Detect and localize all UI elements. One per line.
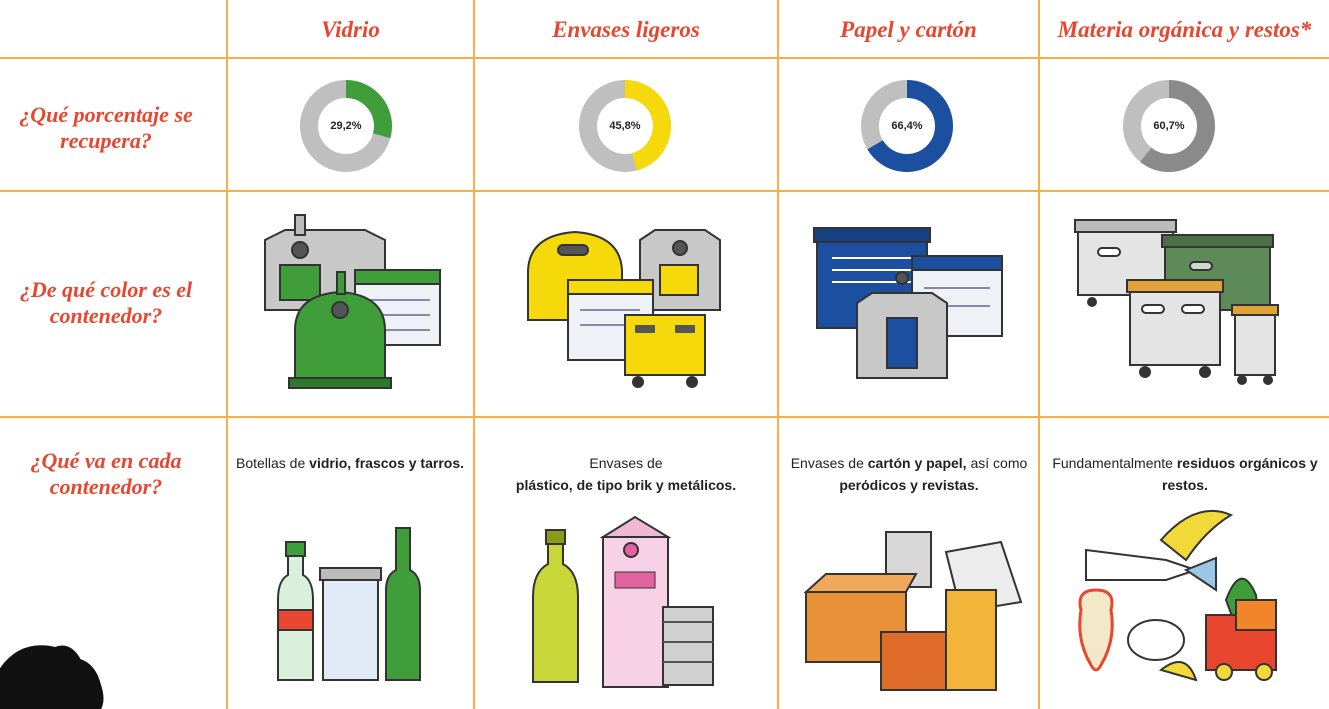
donut-organica: 60,7%: [1121, 78, 1217, 174]
donut-label: 29,2%: [330, 120, 362, 132]
description-organica: Fundamentalmente residuos orgánicos y re…: [1052, 455, 1318, 493]
blue-paper-containers-illustration: [813, 227, 1003, 379]
donut-chart: [300, 80, 392, 172]
grid-line: [1038, 0, 1040, 709]
plastic-brik-cans-illustration: [532, 515, 714, 688]
donut-label: 60,7%: [1153, 120, 1185, 132]
donut-papel: 66,4%: [859, 78, 955, 174]
row-label-contents: ¿Qué va en cada contenedor?: [30, 448, 182, 499]
donut-arc: [300, 80, 392, 172]
description-envases: Envases de plástico, de tipo brik y metá…: [515, 455, 737, 493]
donut-label: 66,4%: [891, 120, 923, 132]
description-vidrio: Botellas de vidrio, frascos y tarros.: [235, 455, 464, 471]
grid-line: [0, 416, 1329, 418]
grid-line: [0, 57, 1329, 59]
character-head-illustration: [0, 645, 104, 709]
column-header-organica: Materia orgánica y restos*: [1057, 17, 1312, 42]
grid-line: [777, 0, 779, 709]
grid-line: [0, 190, 1329, 192]
column-header-papel: Papel y cartón: [840, 17, 977, 42]
description-papel: Envases de cartón y papel, así como perό…: [790, 455, 1028, 493]
column-header-vidrio: Vidrio: [321, 17, 380, 42]
grey-organic-containers-illustration: [1074, 219, 1279, 385]
donut-arc: [861, 80, 953, 172]
green-glass-containers-illustration: [264, 214, 441, 389]
donut-label: 45,8%: [609, 120, 641, 132]
donut-chart: [1123, 80, 1215, 172]
donut-chart: [861, 80, 953, 172]
grid-line: [473, 0, 475, 709]
row-label-color: ¿De qué color es el contenedor?: [19, 277, 193, 328]
donut-arc: [579, 80, 671, 172]
paper-cardboard-illustration: [803, 531, 1023, 691]
donut-envases: 45,8%: [577, 78, 673, 174]
donut-vidrio: 29,2%: [298, 78, 394, 174]
row-label-percentage: ¿Qué porcentaje se recupera?: [19, 102, 193, 153]
donut-chart: [579, 80, 671, 172]
yellow-packaging-containers-illustration: [527, 229, 721, 388]
organic-waste-illustration: [1078, 509, 1277, 682]
glass-bottles-illustration: [277, 527, 421, 681]
grid-line: [226, 0, 228, 709]
donut-arc: [1123, 80, 1215, 172]
column-header-envases: Envases ligeros: [552, 17, 700, 42]
